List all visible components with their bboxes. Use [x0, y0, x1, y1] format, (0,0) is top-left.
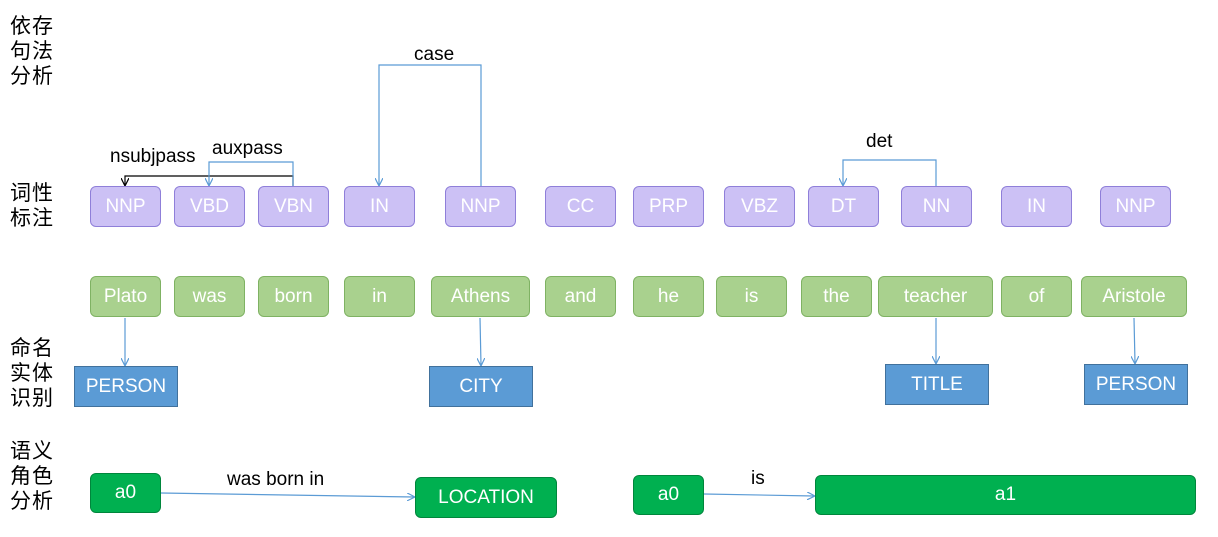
pos-tag: DT: [808, 186, 879, 227]
srl-arrow-left: [160, 492, 414, 497]
row-label-ner: 命名 实体 识别: [10, 336, 62, 411]
word-token: the: [801, 276, 872, 317]
pos-tag: VBN: [258, 186, 329, 227]
row-label-srl-text: 语义 角色 分析: [10, 439, 54, 513]
pos-tag: NNP: [90, 186, 161, 227]
entity-city-athens: CITY: [429, 366, 533, 407]
srl-predicate-left: was born in: [227, 469, 325, 490]
entity-title-teacher: TITLE: [885, 364, 989, 405]
arc-det: [843, 159, 937, 186]
pos-tag: VBD: [174, 186, 245, 227]
dep-label-case: case: [414, 44, 455, 65]
row-label-dependency-text: 依存 句法 分析: [10, 14, 54, 88]
word-token: Aristole: [1081, 276, 1187, 317]
row-label-srl: 语义 角色 分析: [10, 439, 62, 514]
row-label-dependency: 依存 句法 分析: [10, 14, 62, 89]
srl-predicate-right: is: [751, 468, 765, 489]
pos-tag: IN: [344, 186, 415, 227]
srl-arrow-right: [703, 494, 814, 496]
pos-tag: NN: [901, 186, 972, 227]
srl-arg1: a1: [815, 475, 1196, 515]
word-token: was: [174, 276, 245, 317]
pos-tag: NNP: [445, 186, 516, 227]
word-token: and: [545, 276, 616, 317]
srl-arg0-right: a0: [633, 475, 704, 515]
row-label-ner-text: 命名 实体 识别: [10, 336, 54, 410]
word-token: Athens: [431, 276, 530, 317]
srl-arg0-left: a0: [90, 473, 161, 513]
entity-person-plato: PERSON: [74, 366, 178, 407]
row-label-pos-text: 词性 标注: [10, 181, 54, 230]
pos-tag: VBZ: [724, 186, 795, 227]
arc-case: [379, 64, 482, 186]
srl-location: LOCATION: [415, 477, 557, 518]
dep-label-det: det: [866, 131, 893, 152]
word-token: Plato: [90, 276, 161, 317]
dep-label-nsubjpass: nsubjpass: [110, 146, 196, 167]
pos-tag: PRP: [633, 186, 704, 227]
word-token: of: [1001, 276, 1072, 317]
dep-label-auxpass: auxpass: [212, 138, 283, 159]
pos-tag: IN: [1001, 186, 1072, 227]
ner-arrow-aristole: [1134, 317, 1135, 363]
arc-auxpass: [209, 161, 294, 186]
ner-arrow-athens: [480, 317, 481, 365]
word-token: he: [633, 276, 704, 317]
word-token: in: [344, 276, 415, 317]
row-label-pos: 词性 标注: [10, 181, 62, 231]
entity-person-aristole: PERSON: [1084, 364, 1188, 405]
word-token: born: [258, 276, 329, 317]
word-token: is: [716, 276, 787, 317]
pos-tag: NNP: [1100, 186, 1171, 227]
pos-tag: CC: [545, 186, 616, 227]
word-token: teacher: [878, 276, 993, 317]
